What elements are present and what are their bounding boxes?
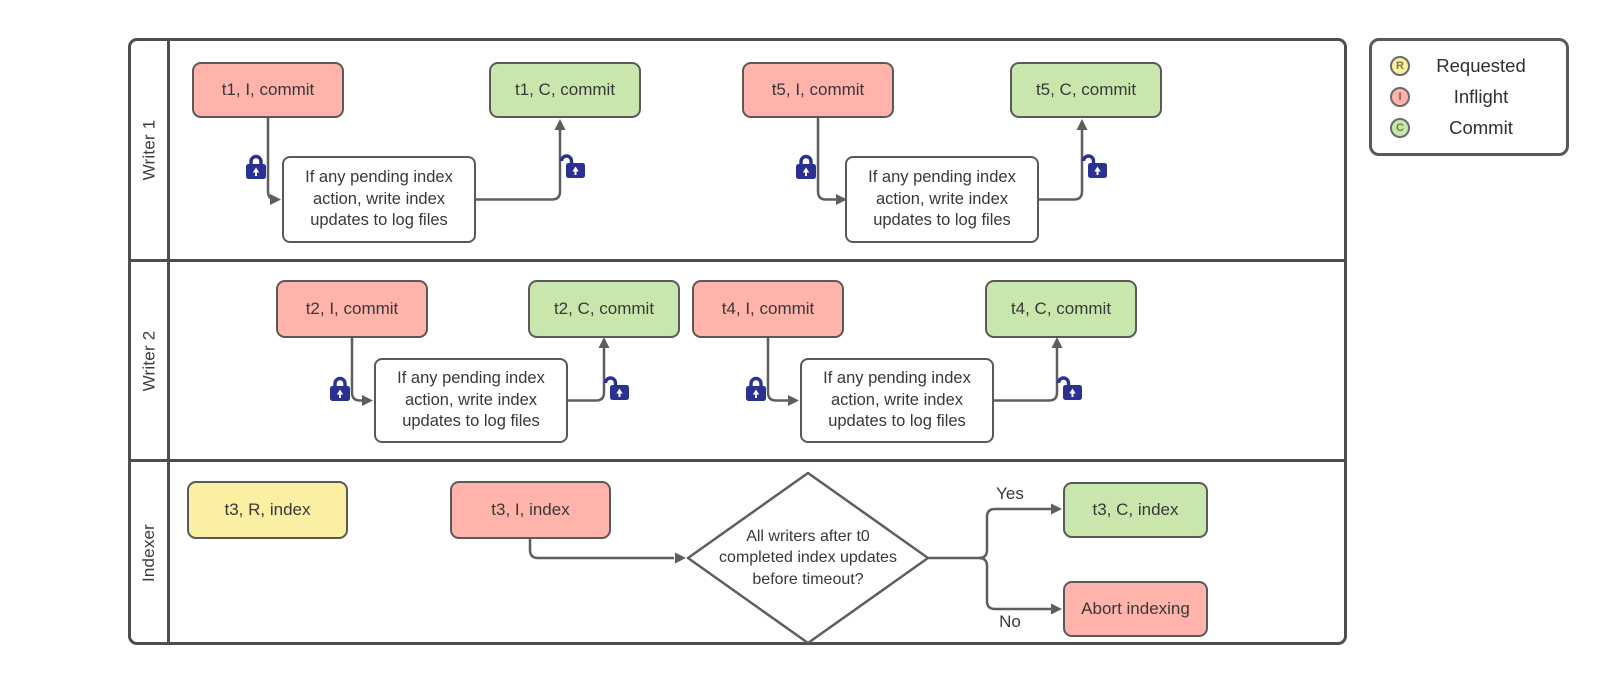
node-t5-commit: t5, C, commit — [1010, 62, 1162, 118]
legend-requested-label: Requested — [1436, 55, 1526, 76]
node-t3-commit: t3, C, index — [1063, 482, 1208, 538]
commit-state-icon: C — [1390, 118, 1410, 138]
node-writer1-process-2: If any pending index action, write index… — [845, 156, 1039, 243]
legend: R Requested I Inflight C Commit — [1369, 38, 1569, 156]
node-t2-inflight: t2, I, commit — [276, 280, 428, 338]
requested-state-icon: R — [1390, 56, 1410, 76]
lane-writer1-label: Writer 1 — [139, 119, 159, 181]
node-t1-inflight: t1, I, commit — [192, 62, 344, 118]
legend-row-commit: C Commit — [1390, 115, 1552, 141]
lane-indexer-header: Indexer — [131, 462, 167, 643]
decision-yes-label: Yes — [996, 484, 1024, 503]
node-t4-commit: t4, C, commit — [985, 280, 1137, 338]
inflight-state-icon: I — [1390, 87, 1410, 107]
node-writer2-process-2: If any pending index action, write index… — [800, 358, 994, 443]
lane-separator-2 — [131, 459, 1344, 462]
legend-row-requested: R Requested — [1390, 53, 1552, 79]
node-writer1-process-1: If any pending index action, write index… — [282, 156, 476, 243]
decision-no-label: No — [999, 612, 1021, 631]
node-t2-commit: t2, C, commit — [528, 280, 680, 338]
legend-inflight-label: Inflight — [1453, 86, 1509, 107]
lane-writer2-label: Writer 2 — [139, 330, 159, 391]
decision-diamond-text: All writers after t0 completed index upd… — [719, 527, 897, 588]
node-abort-indexing: Abort indexing — [1063, 581, 1208, 637]
node-t1-commit: t1, C, commit — [489, 62, 641, 118]
legend-commit-label: Commit — [1449, 117, 1513, 138]
lane-header-divider — [167, 41, 170, 642]
node-writer2-process-1: If any pending index action, write index… — [374, 358, 568, 443]
lane-separator-1 — [131, 259, 1344, 262]
lane-writer2-header: Writer 2 — [131, 262, 167, 459]
node-t4-inflight: t4, I, commit — [692, 280, 844, 338]
node-t3-requested: t3, R, index — [187, 481, 348, 539]
legend-row-inflight: I Inflight — [1390, 84, 1552, 110]
node-t5-inflight: t5, I, commit — [742, 62, 894, 118]
lane-indexer-label: Indexer — [139, 523, 159, 582]
lane-writer1-header: Writer 1 — [131, 41, 167, 259]
node-t3-inflight: t3, I, index — [450, 481, 611, 539]
